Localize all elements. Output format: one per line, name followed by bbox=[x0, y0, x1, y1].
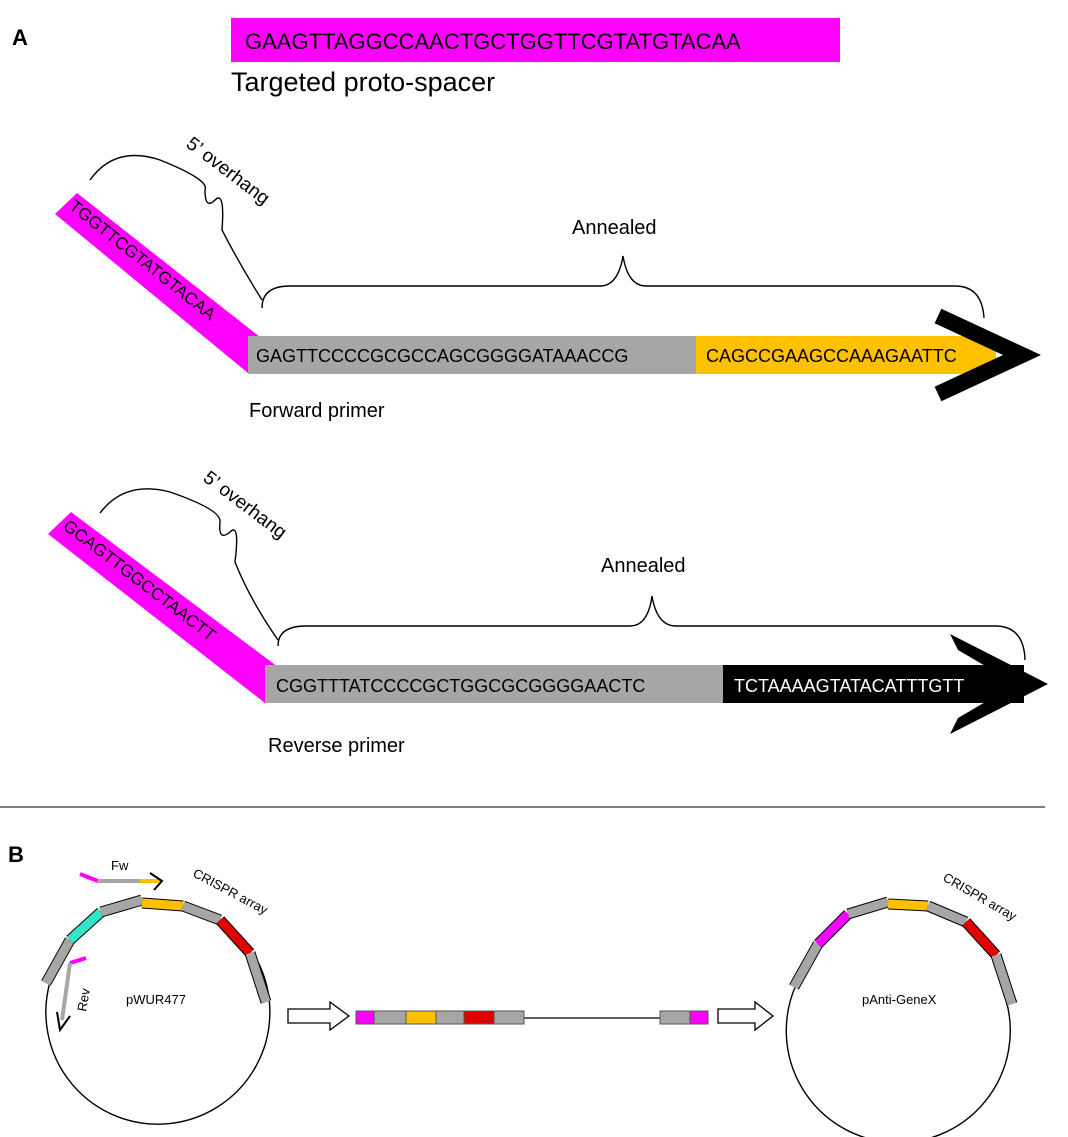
reverse-end-bar bbox=[723, 665, 1023, 703]
left-plasmid-circle bbox=[45, 961, 271, 1125]
right-plasmid: CRISPR array pAnti-GeneX bbox=[785, 870, 1020, 1137]
forward-end-bar bbox=[696, 336, 996, 374]
reverse-annealed-sequence: CGGTTTATCCCCGCTGGCGCGGGGAACTC bbox=[276, 676, 645, 696]
forward-overhang-brace bbox=[89, 154, 263, 301]
reverse-overhang-bar bbox=[48, 512, 278, 703]
linear-construct bbox=[355, 1010, 709, 1025]
panel-b-label: B bbox=[8, 842, 24, 867]
linear-gray-3 bbox=[493, 1010, 525, 1025]
reverse-annealed-bar bbox=[265, 665, 723, 703]
reverse-end-sequence: TCTAAAAGTATACATTTGTT bbox=[734, 676, 964, 696]
reverse-arrowhead bbox=[950, 634, 1048, 734]
forward-overhang-label: 5’ overhang bbox=[182, 133, 273, 209]
forward-overhang-sequence: TGGTTCGTATGTACAA bbox=[66, 196, 220, 324]
protospacer-caption: Targeted proto-spacer bbox=[231, 67, 495, 97]
reverse-arrow-fill bbox=[1010, 665, 1024, 703]
protospacer-box bbox=[231, 18, 840, 62]
forward-annealed-sequence: GAGTTCCCCGCGCCAGCGGGGATAAACCG bbox=[256, 346, 628, 366]
right-plasmid-circle bbox=[785, 984, 1011, 1137]
forward-primer-caption: Forward primer bbox=[249, 400, 385, 422]
reverse-overhang-sequence: GCAGTTGGCCTAACTT bbox=[60, 516, 220, 645]
linear-gray-right bbox=[659, 1010, 691, 1025]
forward-arrowhead bbox=[934, 308, 1041, 402]
right-plasmid-name: pAnti-GeneX bbox=[862, 992, 937, 1007]
reverse-primer-caption: Reverse primer bbox=[268, 735, 405, 757]
left-plasmid-name: pWUR477 bbox=[126, 992, 186, 1007]
linear-magenta-left bbox=[355, 1010, 375, 1025]
fw-label: Fw bbox=[111, 858, 129, 873]
protospacer-sequence: GAAGTTAGGCCAACTGCTGGTTCGTATGTACAA bbox=[245, 29, 741, 54]
arrow-right-2 bbox=[717, 1000, 775, 1032]
reverse-overhang-label: 5’ overhang bbox=[199, 467, 290, 543]
fw-primer-magenta bbox=[79, 872, 99, 883]
linear-red bbox=[463, 1010, 495, 1025]
forward-annealed-bar bbox=[248, 336, 696, 374]
panel-a-label: A bbox=[12, 25, 28, 50]
reverse-annealed-label: Annealed bbox=[601, 555, 686, 577]
linear-magenta-right bbox=[689, 1010, 709, 1025]
reverse-overhang-brace bbox=[99, 488, 279, 641]
rev-primer-arrowhead bbox=[56, 1011, 71, 1033]
linear-gray-1 bbox=[373, 1010, 407, 1025]
forward-annealed-brace bbox=[261, 255, 985, 319]
rev-primer-gray bbox=[60, 962, 72, 1021]
rev-primer-magenta bbox=[69, 956, 87, 965]
forward-annealed-label: Annealed bbox=[572, 217, 657, 239]
arrow-right-1 bbox=[287, 1000, 351, 1032]
reverse-annealed-brace bbox=[277, 595, 1026, 661]
fw-primer-arrowhead bbox=[149, 872, 164, 891]
left-plasmid: Fw Rev CRISPR array pWUR477 bbox=[41, 858, 272, 1125]
forward-end-sequence: CAGCCGAAGCCAAAGAATTC bbox=[706, 346, 957, 366]
forward-overhang-bar bbox=[55, 193, 260, 373]
linear-gray-2 bbox=[435, 1010, 465, 1025]
rev-label: Rev bbox=[74, 987, 93, 1013]
linear-orange bbox=[405, 1010, 437, 1025]
